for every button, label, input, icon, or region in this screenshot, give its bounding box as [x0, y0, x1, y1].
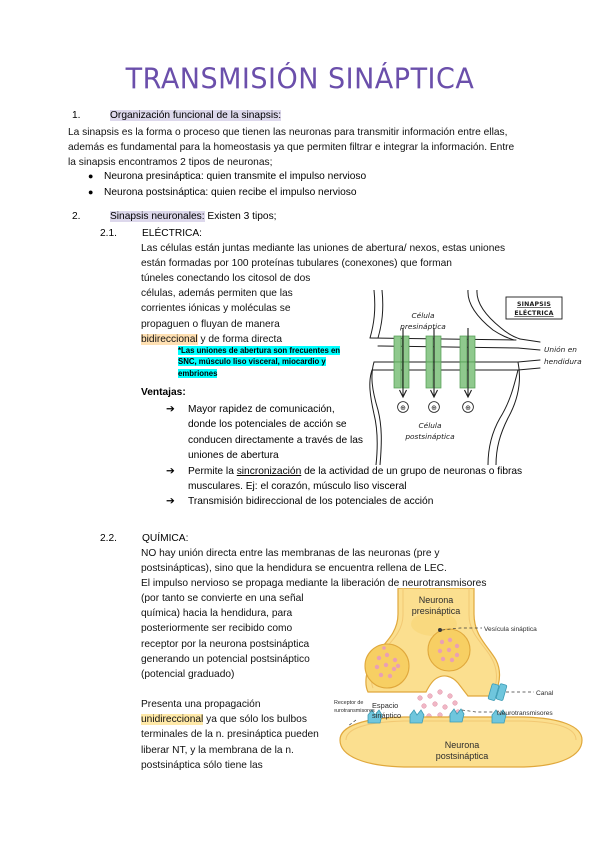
- presynaptic-membrane-outer: [369, 337, 517, 341]
- charge-symbol-label: ⊕: [431, 404, 437, 412]
- synaptic-vesicle: [427, 628, 471, 672]
- label-gap-junction-line2: hendidura: [544, 357, 582, 366]
- list-item: ➔Mayor rapidez de comunicación, donde lo…: [166, 403, 363, 462]
- label-presynaptic-cell-line2: presináptica: [399, 322, 446, 331]
- arrow-right-icon: ➔: [166, 403, 175, 415]
- list-item: ●Neurona postsináptica: quien recibe el …: [88, 185, 518, 201]
- leader-lines: [347, 627, 534, 727]
- receptor-icon: [367, 709, 383, 724]
- subsection-2-1-number: 2.1.: [100, 228, 117, 239]
- postsynaptic-wall-left-outer: [371, 361, 382, 465]
- presynaptic-outer-wall-left: [369, 290, 376, 339]
- section-1-heading-text: Organización funcional de la sinapsis:: [110, 110, 282, 121]
- subsection-2-2-paragraph-a: NO hay unión directa entre las membranas…: [141, 548, 447, 575]
- section-2-heading-text: Sinapsis neuronales:: [110, 211, 205, 222]
- synaptic-vesicle: [364, 643, 410, 689]
- presynaptic-inner-wall-left: [377, 290, 384, 339]
- label-postsynaptic-neuron-line1: Neurona: [445, 740, 480, 750]
- receptor-icon: [449, 708, 465, 723]
- section-1-paragraph: La sinapsis es la forma o proceso que ti…: [68, 127, 518, 169]
- gap-line-a: [517, 347, 541, 351]
- gap-line-d: [517, 367, 541, 371]
- section-1-heading: 1. Organización funcional de la sinapsis:: [72, 108, 282, 123]
- subsection-2-2-title: QUÍMICA:: [142, 533, 189, 544]
- presynaptic-outer-wall-right: [467, 290, 515, 341]
- vesicle-pointer-dot: [438, 628, 442, 632]
- charge-symbol-label: ⊕: [400, 404, 406, 412]
- chemical-synapse-diagram: Neurona presináptica Vesícula sináptica …: [330, 587, 596, 780]
- subsection-2-1-paragraph-b: túneles conectando los citosol de dos cé…: [141, 273, 314, 345]
- gap-junction-channel: [393, 335, 410, 389]
- electrical-synapse-diagram: ⊕ ⊕ ⊕ Célula presináptica Célula postsin…: [368, 290, 594, 465]
- current-flow-arrows: [399, 328, 472, 399]
- label-presynaptic-neuron-line1: Neurona: [419, 595, 454, 605]
- receptor-icon: [409, 709, 425, 724]
- gap-line-b: [519, 338, 541, 343]
- label-presynaptic-cell-line1: Célula: [411, 311, 434, 320]
- subsection-2-2-paragraph-c: (por tanto se convierte en una señal quí…: [141, 593, 313, 681]
- underlined-sincronizacion: sincronización: [236, 465, 302, 477]
- postsynaptic-wall-left-inner: [369, 369, 378, 465]
- electrical-synapse-svg: ⊕ ⊕ ⊕ Célula presináptica Célula postsin…: [369, 290, 582, 465]
- label-synaptic-space-line1: Espacio: [372, 701, 398, 710]
- arrow-right-icon: ➔: [166, 495, 175, 508]
- subsection-2-2-heading: 2.2. QUÍMICA:: [100, 531, 188, 546]
- postsynaptic-neuron: [339, 716, 583, 768]
- subsection-2-1-title: ELÉCTRICA:: [142, 228, 203, 239]
- subsection-2-2-paragraph-d: Presenta una propagación unidireccional …: [141, 699, 322, 771]
- label-neurotransmitters: Neurotransmisores: [497, 710, 553, 717]
- receptor-icon: [491, 709, 507, 724]
- section-1-number: 1.: [72, 110, 81, 121]
- label-receptor-line2: neurotransmisores: [334, 708, 375, 714]
- gap-junction-channels: [393, 335, 476, 389]
- subsection-2-1-note: *Las uniones de abertura son frecuentes …: [178, 346, 341, 378]
- gap-junction-channel: [459, 335, 476, 389]
- page-title: TRANSMISIÓN SINÁPTICA: [125, 63, 475, 96]
- list-item: ➔Transmisión bidireccional de los potenc…: [166, 494, 540, 509]
- label-receptor-line1: Receptor de: [334, 700, 363, 706]
- label-synaptic-space-line2: sináptico: [372, 711, 401, 720]
- electrical-synapse-title-box: SINAPSIS ELÉCTRICA: [505, 296, 563, 320]
- label-postsynaptic-cell-line2: postsináptica: [404, 432, 455, 441]
- label-presynaptic-neuron-line2: presináptica: [412, 606, 461, 616]
- list-item: ➔Permite la sincronización de la activid…: [166, 464, 523, 493]
- section-1-bullet-list: ●Neurona presináptica: quien transmite e…: [88, 169, 518, 200]
- arrow-right-icon: ➔: [166, 464, 175, 477]
- synaptic-vesicles: [364, 628, 471, 689]
- highlight-bidireccional: bidireccional: [141, 333, 198, 345]
- section-2-heading: 2. Sinapsis neuronales: Existen 3 tipos;: [72, 209, 277, 224]
- label-postsynaptic-cell-line1: Célula: [418, 421, 441, 430]
- bullet-dot-icon: ●: [88, 171, 94, 181]
- label-postsynaptic-neuron-line2: postsináptica: [436, 751, 489, 761]
- ventajas-label: Ventajas:: [141, 387, 186, 398]
- subsection-2-1-heading: 2.1. ELÉCTRICA:: [100, 226, 202, 241]
- bullet-dot-icon: ●: [88, 186, 94, 197]
- charge-symbols: ⊕ ⊕ ⊕: [397, 401, 474, 413]
- label-synaptic-vesicle: Vesícula sináptica: [484, 626, 537, 633]
- title-box-line2: ELÉCTRICA: [514, 308, 553, 317]
- subsection-2-1-paragraph-a: Las células están juntas mediante las un…: [141, 243, 508, 270]
- label-gap-junction-line1: Unión en: [544, 345, 577, 354]
- subsection-2-2-paragraph-b: El impulso nervioso se propaga mediante …: [141, 578, 487, 589]
- label-channel: Canal: [536, 690, 554, 697]
- section-2-number: 2.: [72, 211, 81, 222]
- chemical-synapse-svg: Neurona presináptica Vesícula sináptica …: [330, 587, 583, 768]
- presynaptic-inner-wall-right: [476, 290, 521, 340]
- section-2-heading-tail: Existen 3 tipos;: [204, 211, 277, 222]
- highlight-unidireccional: unidireccional: [141, 714, 204, 726]
- neurotransmitter-receptors: [367, 708, 507, 724]
- membrane-channel: [487, 683, 508, 701]
- title-box-line1: SINAPSIS: [517, 301, 551, 308]
- ventajas-list: ➔Mayor rapidez de comunicación, donde lo…: [166, 402, 522, 510]
- postsynaptic-wall-right-inner: [495, 361, 521, 465]
- charge-symbol-label: ⊕: [465, 404, 471, 412]
- postsynaptic-wall-right-outer: [487, 369, 519, 465]
- subsection-2-2-number: 2.2.: [100, 533, 117, 544]
- gap-line-c: [517, 359, 541, 363]
- list-item: ●Neurona presináptica: quien transmite e…: [88, 169, 518, 185]
